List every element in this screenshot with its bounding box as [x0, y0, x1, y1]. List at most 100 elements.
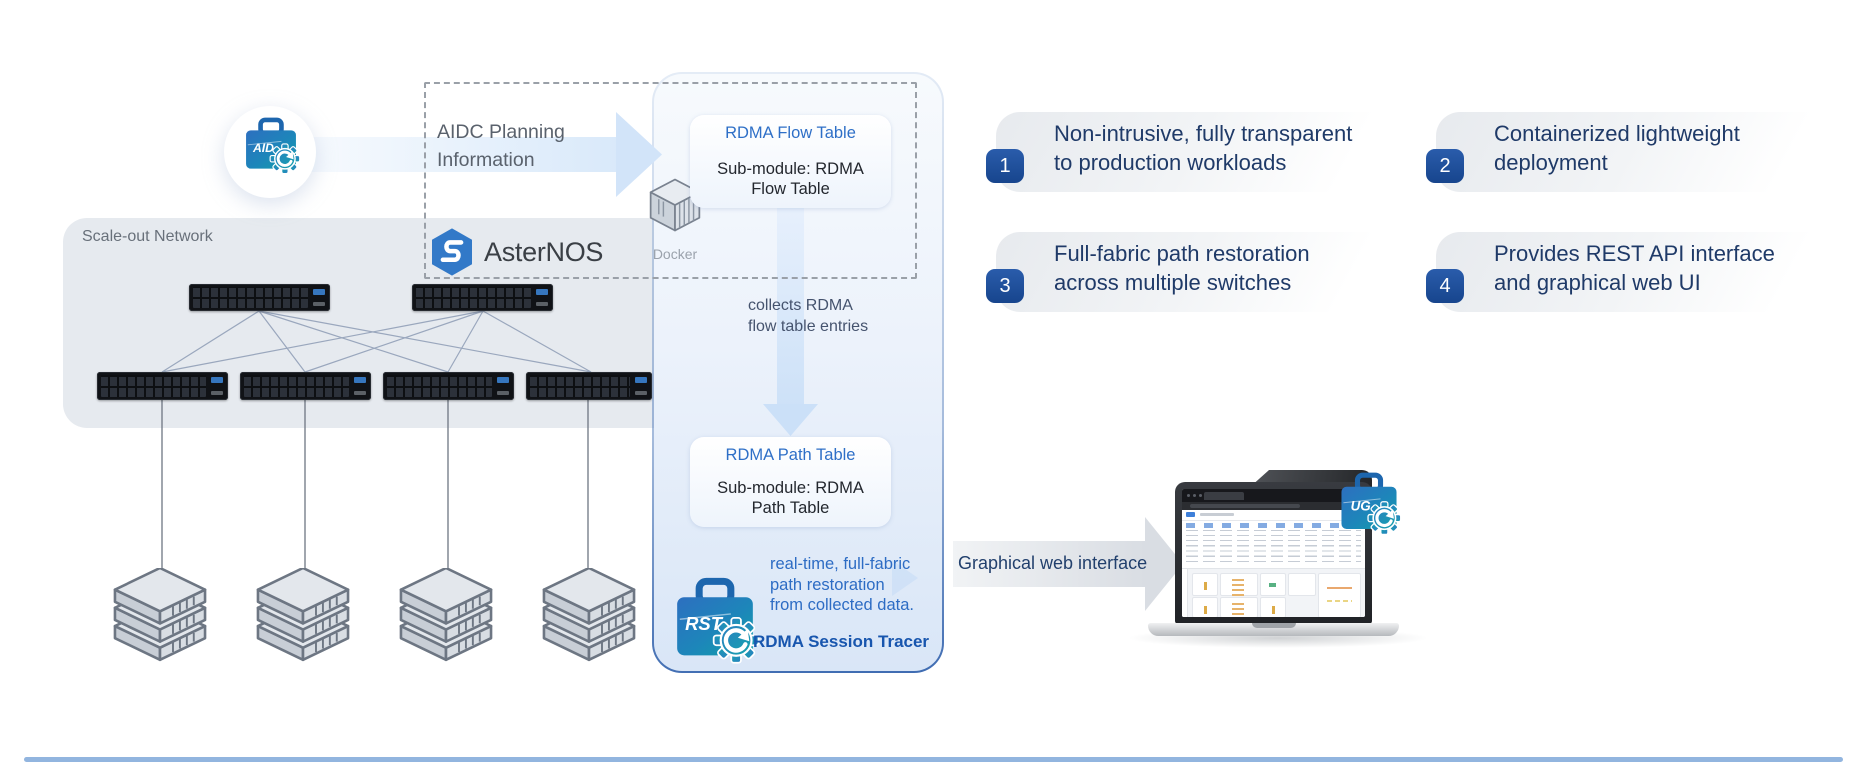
switch-led — [635, 377, 647, 383]
rst-note-line1: real-time, full-fabric — [770, 555, 911, 573]
feature-card-4: 4 Provides REST API interface and graphi… — [1426, 232, 1865, 312]
server-stack-3 — [394, 568, 498, 665]
rdma-path-table-title: RDMA Path Table — [725, 446, 856, 464]
switch-led — [354, 377, 366, 383]
laptop-base — [1148, 623, 1399, 636]
app-logo-chip — [1186, 512, 1195, 517]
collects-caption: collects RDMA flow table entries — [748, 295, 868, 337]
feature-1-line2: to production workloads — [1054, 150, 1287, 175]
feature-3-line1: Full-fabric path restoration — [1054, 241, 1310, 266]
leaf-switch-3 — [383, 372, 514, 400]
feature-number-badge: 2 — [1426, 149, 1464, 183]
laptop-notch — [1252, 623, 1296, 628]
feature-card-1: 1 Non-intrusive, fully transparent to pr… — [986, 112, 1428, 192]
switch-label-strip — [497, 391, 509, 395]
asternos-logo: AsterNOS — [429, 227, 603, 277]
window-dots-icon — [1187, 494, 1190, 497]
table-body-rows — [1186, 530, 1361, 566]
app-dashboard — [1182, 568, 1365, 617]
switch-label-strip — [211, 391, 223, 395]
gear-icon — [269, 143, 300, 175]
leaf-switch-4 — [526, 372, 652, 400]
switch-led — [313, 289, 325, 295]
app-toolbar — [1182, 510, 1365, 521]
rst-note-line3: from collected data. — [770, 596, 914, 614]
feature-4-line2: and graphical web UI — [1494, 270, 1701, 295]
switch-label-strip — [635, 391, 647, 395]
switch-ports — [193, 287, 308, 308]
rdma-flow-table-box: RDMA Flow Table Sub-module: RDMA Flow Ta… — [690, 115, 891, 208]
bottom-accent-line — [24, 757, 1843, 762]
aidc-planning-line1: AIDC Planning — [437, 121, 565, 143]
switch-ports — [530, 375, 630, 397]
stat-card — [1220, 573, 1258, 597]
web-interface-label: Graphical web interface — [958, 553, 1148, 573]
feature-number-badge: 4 — [1426, 269, 1464, 303]
rst-icon-label: RST — [685, 613, 724, 634]
gear-icon — [1367, 501, 1401, 536]
server-stack-1 — [108, 568, 212, 665]
stat-card — [1260, 573, 1286, 596]
rst-briefcase-icon: RST — [677, 577, 760, 664]
leaf-switch-2 — [240, 372, 371, 400]
feature-1-line1: Non-intrusive, fully transparent — [1054, 121, 1353, 146]
aidc-arrow-body — [262, 137, 618, 172]
spine-switch-2 — [412, 284, 553, 311]
switch-ports — [101, 375, 206, 397]
leaf-switch-1 — [97, 372, 228, 400]
aidc-planning-label: AIDC Planning Information — [437, 119, 565, 174]
spine-switch-1 — [189, 284, 330, 311]
switch-led — [211, 377, 223, 383]
scale-out-network-label: Scale-out Network — [82, 228, 213, 245]
rst-note: real-time, full-fabric path restoration … — [770, 554, 914, 616]
switch-ports — [387, 375, 492, 397]
app-sidebar-strip — [1182, 569, 1188, 617]
app-breadcrumb — [1200, 513, 1234, 516]
switch-label-strip — [354, 391, 366, 395]
asternos-hexagon-icon — [432, 228, 472, 276]
feature-text: Non-intrusive, fully transparent to prod… — [996, 112, 1428, 177]
feature-2-line2: deployment — [1494, 150, 1608, 175]
flow-sub-line2: Flow Table — [751, 180, 830, 198]
feature-2-line1: Containerized lightweight — [1494, 121, 1740, 146]
asternos-scope-dashed-box — [424, 82, 917, 279]
feature-number-badge: 1 — [986, 149, 1024, 183]
laptop-screen — [1182, 489, 1365, 617]
feature-text: Provides REST API interface and graphica… — [1436, 232, 1865, 297]
feature-card-2: 2 Containerized lightweight deployment — [1426, 112, 1865, 192]
feature-text: Full-fabric path restoration across mult… — [996, 232, 1428, 297]
feature-text: Containerized lightweight deployment — [1436, 112, 1865, 177]
path-sub-line2: Path Table — [751, 499, 830, 517]
switch-ports — [244, 375, 349, 397]
topology-lines — [161, 310, 592, 582]
feature-3-line2: across multiple switches — [1054, 270, 1292, 295]
rdma-path-table-box: RDMA Path Table Sub-module: RDMA Path Ta… — [690, 437, 891, 527]
server-stack-4 — [537, 568, 641, 665]
asternos-label: AsterNOS — [484, 236, 604, 267]
url-field — [1190, 504, 1300, 508]
switch-ports — [416, 287, 531, 308]
ug-icon-label: UG — [1351, 498, 1372, 513]
flow-sub-line1: Sub-module: RDMA — [717, 160, 864, 178]
stat-card — [1220, 597, 1258, 617]
aidc-planning-line2: Information — [437, 148, 535, 171]
aid-icon-label: AID — [252, 141, 274, 155]
rdma-session-tracer-label: RDMA Session Tracer — [753, 632, 930, 651]
switch-label-strip — [313, 302, 325, 306]
feature-card-3: 3 Full-fabric path restoration across mu… — [986, 232, 1428, 312]
server-stack-2 — [251, 568, 355, 665]
switch-label-strip — [536, 302, 548, 306]
switch-led — [497, 377, 509, 383]
stat-card — [1288, 573, 1316, 596]
browser-url-bar — [1182, 502, 1365, 510]
path-sub-line1: Sub-module: RDMA — [717, 479, 864, 497]
rdma-flow-table-title: RDMA Flow Table — [725, 124, 856, 142]
browser-tab — [1204, 492, 1244, 500]
browser-chrome — [1182, 489, 1365, 502]
line-chart-card — [1318, 573, 1361, 617]
stat-card — [1192, 597, 1218, 617]
collect-arrow-body — [777, 206, 804, 406]
gear-icon — [712, 617, 760, 664]
web-interface-arrow-body — [953, 541, 1145, 587]
